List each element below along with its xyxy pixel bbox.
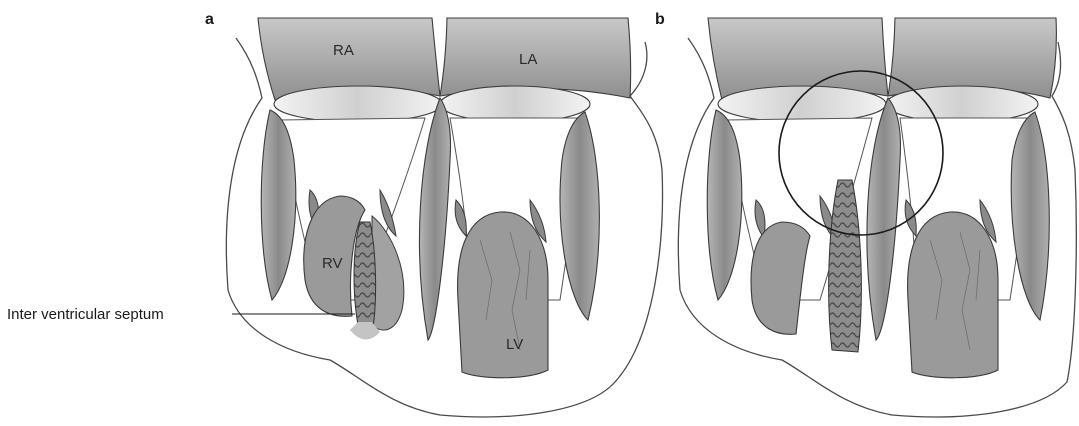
panel-b: b <box>655 11 1076 417</box>
mitral-ring <box>440 86 590 122</box>
septal-ridge <box>419 98 450 340</box>
label-lv: LV <box>506 336 523 353</box>
panel-b-letter: b <box>655 11 665 28</box>
septal-ridge-b <box>867 98 901 340</box>
label-la: LA <box>519 51 537 68</box>
left-ventricle <box>458 212 548 378</box>
interventricular-septum-b <box>829 180 862 352</box>
mitral-ring-b <box>886 86 1038 122</box>
label-ra: RA <box>333 42 354 59</box>
lv-free-wall <box>560 112 599 320</box>
right-ventricle-b <box>751 222 810 334</box>
rv-outer-lobe <box>372 216 404 330</box>
lv-free-wall-b <box>1011 112 1049 320</box>
panel-a-letter: a <box>205 11 214 28</box>
label-rv: RV <box>322 255 343 272</box>
septum-callout-label: Inter ventricular septum <box>7 306 164 323</box>
tricuspid-ring-b <box>718 86 886 122</box>
panel-a: a RA LA RV LV <box>205 11 662 417</box>
left-ventricle-b <box>908 212 998 378</box>
interventricular-septum <box>354 222 376 335</box>
tricuspid-ring <box>274 86 442 122</box>
